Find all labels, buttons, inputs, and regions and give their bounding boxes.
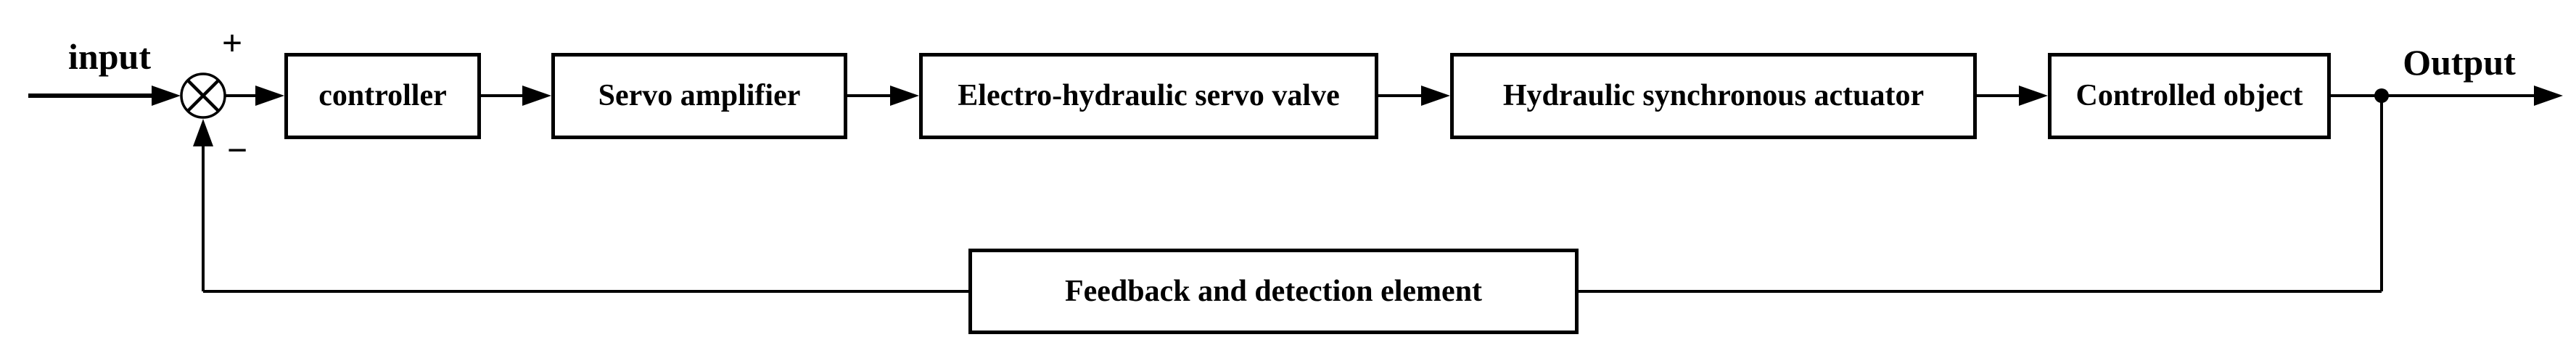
valve-to-actuator-arrowhead	[1421, 86, 1450, 106]
block-controlled-object: Controlled object	[2048, 53, 2331, 139]
servo-to-valve-arrowhead	[890, 86, 919, 106]
block-electro-hydraulic-servo-valve: Electro-hydraulic servo valve	[919, 53, 1378, 139]
block-controller-label: controller	[318, 79, 447, 113]
feedback-arrowhead	[193, 119, 213, 146]
controller-to-servo-arrowhead	[522, 86, 551, 106]
summing-junction-cross-line-2	[186, 79, 220, 112]
plus-sign: +	[221, 22, 243, 63]
block-feedback-detection-element-label: Feedback and detection element	[1064, 274, 1483, 308]
block-electro-hydraulic-servo-valve-label: Electro-hydraulic servo valve	[958, 79, 1340, 113]
block-servo-amplifier-label: Servo amplifier	[598, 79, 801, 113]
output-label: Output	[2403, 42, 2516, 83]
actuator-to-object-arrowhead	[2019, 86, 2048, 106]
block-controller: controller	[284, 53, 481, 139]
input-label: input	[68, 36, 151, 77]
block-controlled-object-label: Controlled object	[2075, 79, 2303, 113]
block-servo-amplifier: Servo amplifier	[551, 53, 847, 139]
block-feedback-detection-element: Feedback and detection element	[968, 249, 1579, 334]
block-hydraulic-synchronous-actuator: Hydraulic synchronous actuator	[1450, 53, 1977, 139]
block-hydraulic-synchronous-actuator-label: Hydraulic synchronous actuator	[1502, 79, 1925, 113]
input-arrowhead	[152, 86, 181, 106]
junction-to-controller-arrowhead	[255, 86, 284, 106]
output-arrowhead	[2534, 86, 2563, 106]
minus-sign: −	[226, 130, 248, 170]
